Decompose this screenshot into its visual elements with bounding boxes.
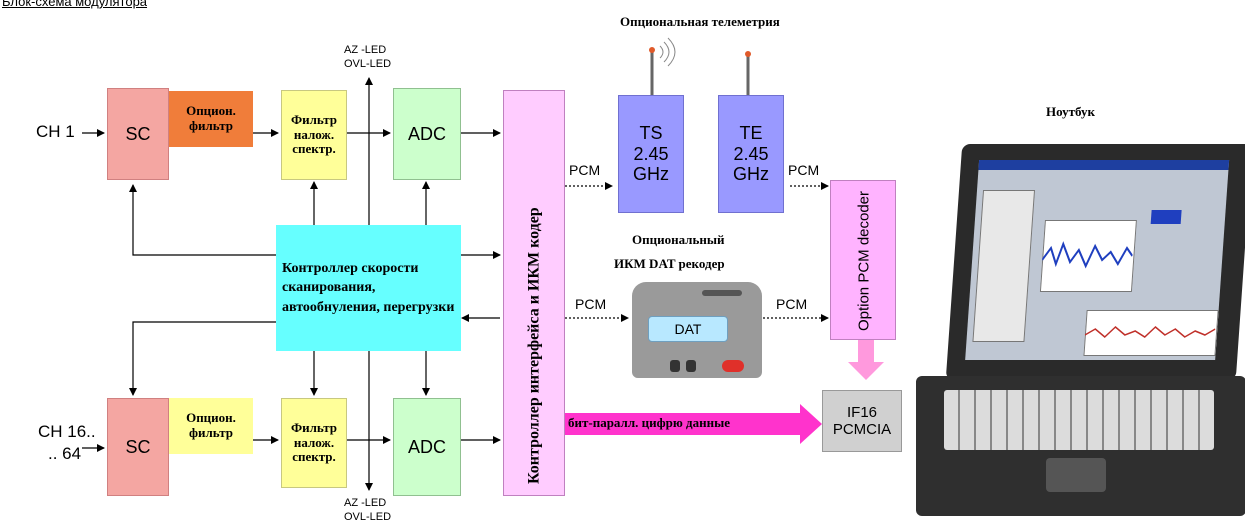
pcm-decoder-label: Option PCM decoder (855, 190, 873, 332)
optional-filter-bottom: Опцион. фильтр (169, 398, 253, 454)
parallel-data-label: бит-паралл. цифрю данные (568, 415, 730, 430)
adc-block-top: ADC (393, 88, 461, 180)
sc-block-top: SC (107, 88, 169, 180)
touchpad-icon (1046, 458, 1106, 492)
interface-pcm-coder-block: Контроллер интерфейса и ИКМ кодер (503, 90, 565, 496)
ch1-label: CH 1 (36, 122, 75, 141)
dat-button-icon (670, 360, 680, 372)
pcm-coder-label: Контроллер интерфейса и ИКМ кодер (525, 207, 543, 484)
record-button-icon (722, 360, 744, 372)
pcm-label-ts: PCM (569, 162, 601, 178)
antialias-filter-bottom: Фильтр налож. спектр. (281, 398, 347, 488)
ts-transmitter-block: TS 2.45 GHz (618, 95, 684, 213)
az-led-label-bottom: AZ -LED (344, 497, 387, 509)
if16-pcmcia-block: IF16 PCMCIA (822, 390, 902, 452)
az-led-label-top: AZ -LED (344, 44, 387, 56)
pcm-decoder-block: Option PCM decoder (830, 180, 896, 340)
notebook-screen-bezel (945, 144, 1245, 380)
antialias-filter-top: Фильтр налож. спектр. (281, 90, 347, 180)
dat-top-buttons-icon (702, 290, 742, 296)
sc-block-bottom: SC (107, 398, 169, 496)
pcm-label-te: PCM (788, 162, 820, 178)
dat-recorder-title-2: ИКМ DAT рекодер (614, 256, 725, 271)
pcm-label-dat-out: PCM (776, 296, 808, 312)
dat-display: DAT (648, 316, 728, 342)
keyboard-icon (944, 390, 1214, 450)
ovl-led-label-bottom: OVL-LED (344, 511, 392, 523)
notebook-title: Ноутбук (1046, 104, 1095, 119)
telemetry-title: Опциональная телеметрия (620, 14, 780, 29)
pcm-label-dat-in: PCM (575, 296, 607, 312)
notebook-illustration (916, 140, 1245, 520)
page-title: Блок-схема модулятора (2, 0, 148, 9)
ovl-led-label-top: OVL-LED (344, 58, 392, 70)
notebook-keyboard-base (916, 376, 1245, 516)
scan-controller-block: Контроллер скорости сканирования, автооб… (276, 225, 461, 351)
adc-block-bottom: ADC (393, 398, 461, 496)
dat-recorder-device: DAT (632, 282, 762, 378)
ch16-label: CH 16.. (38, 422, 96, 441)
dat-recorder-title-1: Опциональный (632, 232, 725, 247)
optional-filter-top: Опцион. фильтр (169, 91, 253, 147)
te-receiver-block: TE 2.45 GHz (718, 95, 784, 213)
dat-button-icon (686, 360, 696, 372)
notebook-screen (965, 160, 1230, 360)
ch64-label: .. 64 (48, 444, 82, 463)
